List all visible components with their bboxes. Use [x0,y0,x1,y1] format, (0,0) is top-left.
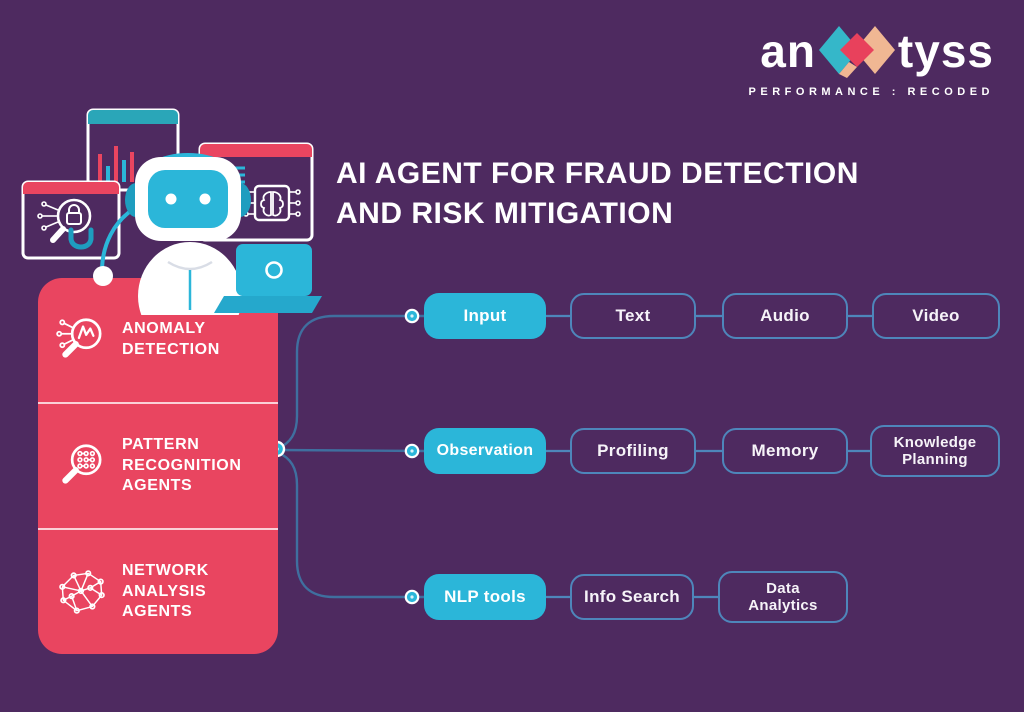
agent-item-network-analysis: NETWORK ANALYSIS AGENTS [38,528,278,654]
flow-node-video: Video [872,293,1000,339]
flow-node-knowledge-planning: Knowledge Planning [870,425,1000,477]
agent-label: PATTERN RECOGNITION AGENTS [122,435,242,495]
robot-icon [68,153,322,315]
brand-glyph-icon [818,26,895,78]
brand-tagline: PERFORMANCE : RECODED [748,86,994,98]
agents-panel: ANOMALY DETECTION PATTERN RECOGNITION AG… [38,278,278,654]
flow-node-info-search: Info Search [570,574,694,620]
brand-name-suffix: tyss [897,25,994,77]
flow-node-memory: Memory [722,428,848,474]
agent-label: NETWORK ANALYSIS AGENTS [122,561,209,621]
agent-item-pattern-recognition: PATTERN RECOGNITION AGENTS [38,402,278,528]
brand-logo: an tyss PERFORMANCE : RECODED [749,24,994,98]
page-title: AI AGENT FOR FRAUD DETECTION AND RISK MI… [336,154,859,234]
brand-name-prefix: an [760,25,816,77]
anomaly-magnifier-icon [56,318,102,358]
flow-node-data-analytics: Data Analytics [718,571,848,623]
flow-node-observation: Observation [424,428,546,474]
network-graph-icon [59,570,105,614]
ai-chip-window-icon [198,142,314,242]
flow-node-nlp-tools: NLP tools [424,574,546,620]
page-title-line2: AND RISK MITIGATION [336,196,674,230]
page-title-line1: AI AGENT FOR FRAUD DETECTION [336,157,859,190]
flow-node-input: Input [424,293,546,339]
flow-node-text: Text [570,293,696,339]
connector-dots [268,308,420,605]
pattern-magnifier-icon [62,444,102,484]
flow-node-profiling: Profiling [570,428,696,474]
flow-node-audio: Audio [722,293,848,339]
robot-illustration [21,108,322,315]
agent-item-anomaly-detection: ANOMALY DETECTION [38,278,278,402]
agent-label: ANOMALY DETECTION [122,320,220,358]
